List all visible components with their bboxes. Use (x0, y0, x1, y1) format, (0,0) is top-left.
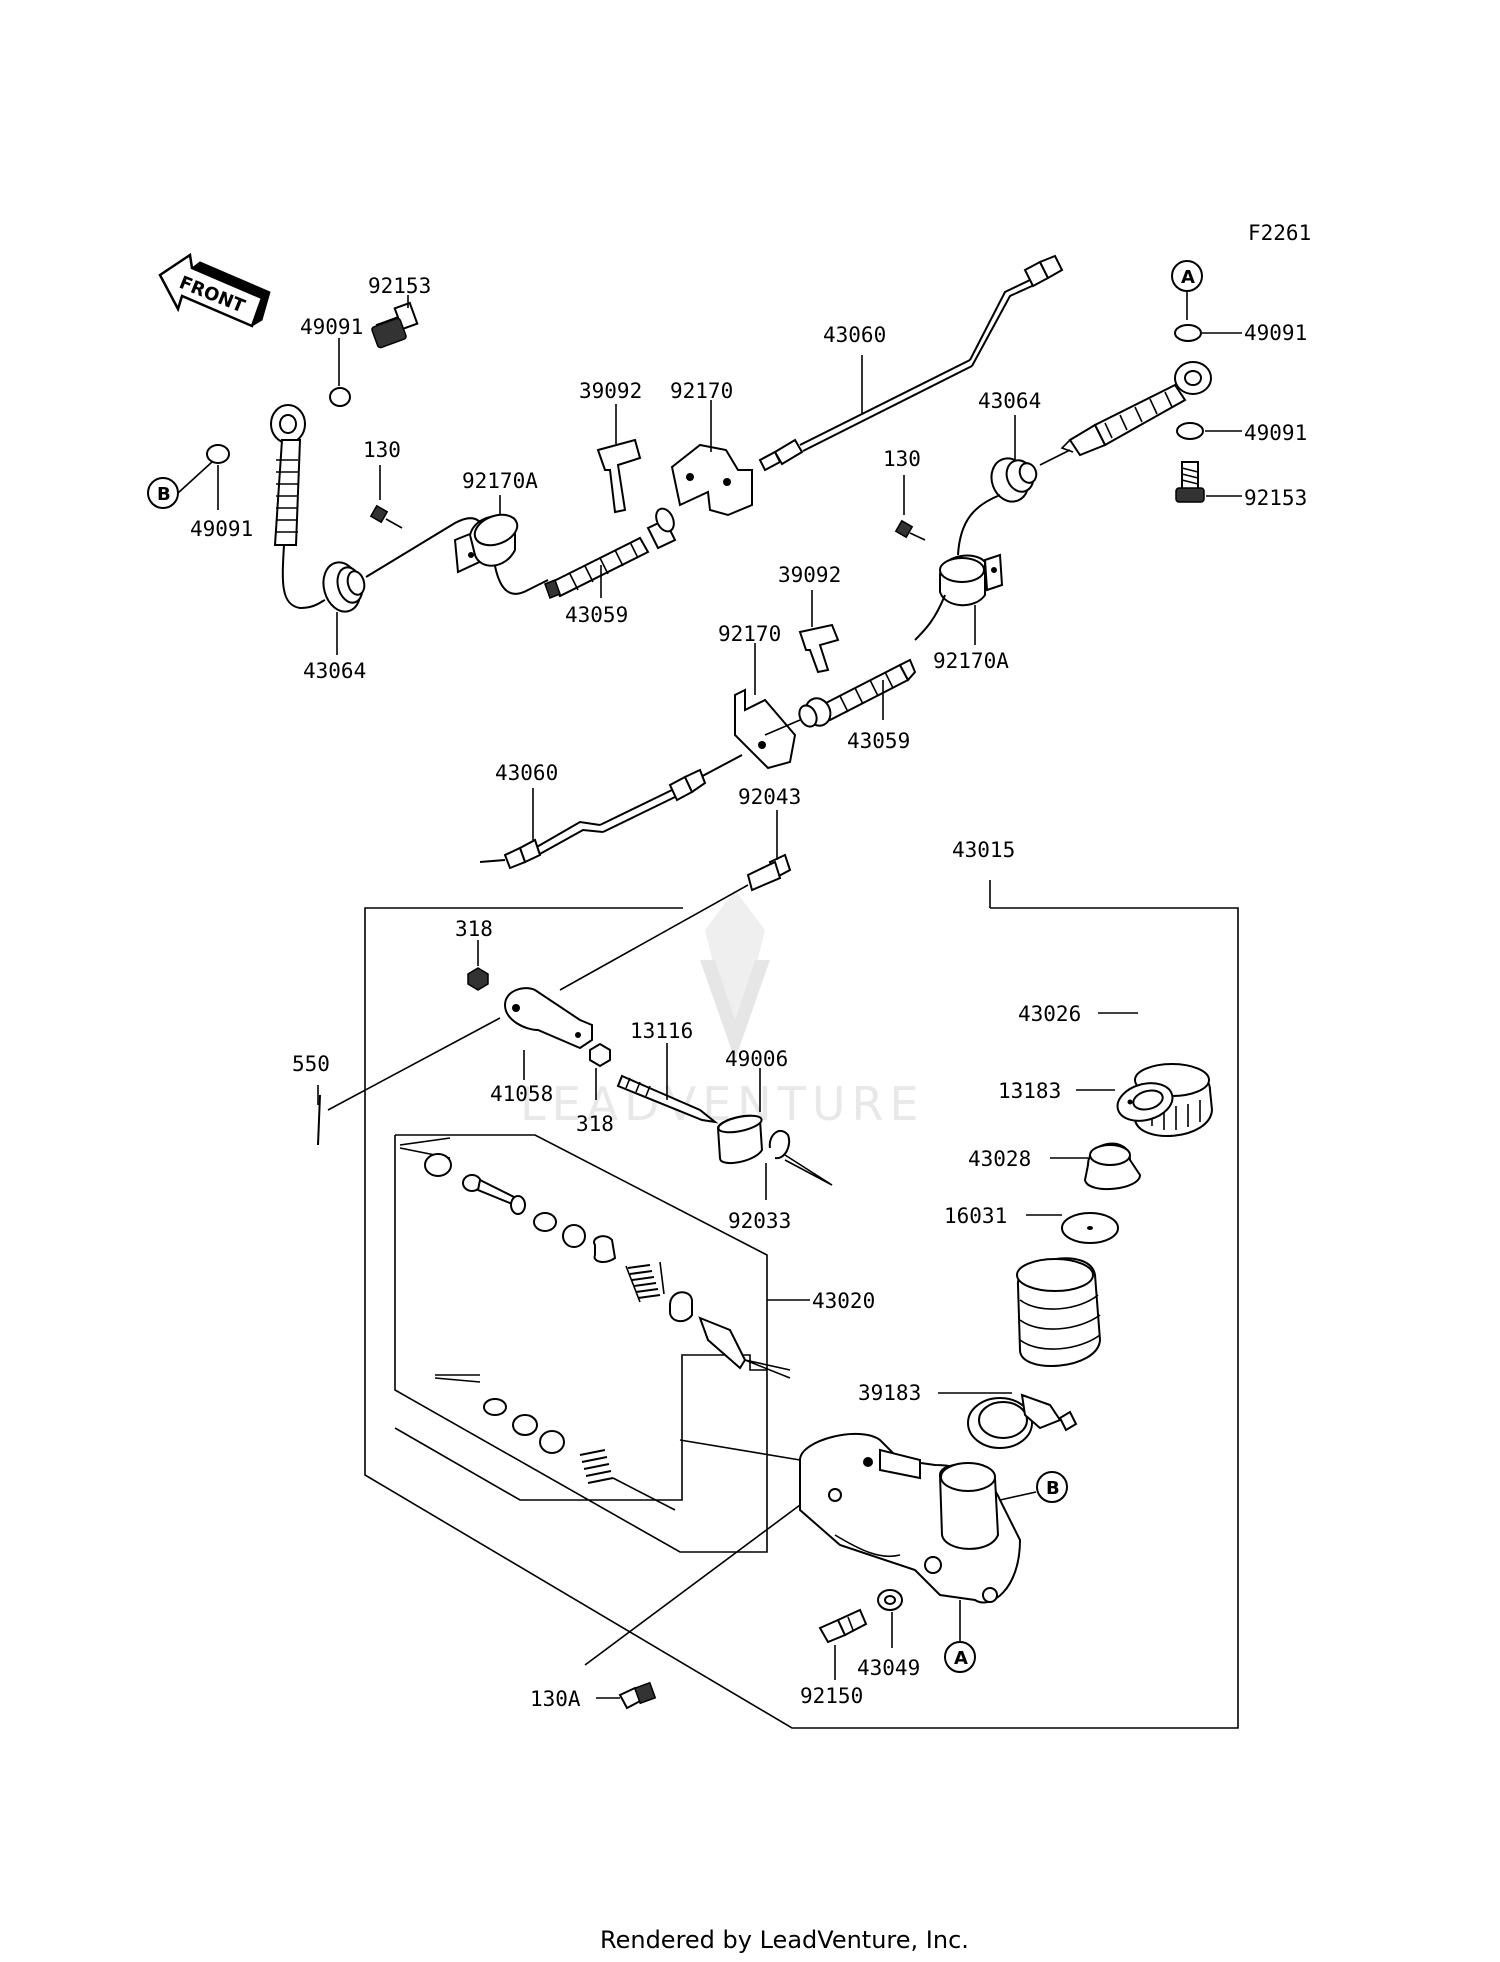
label-92043: 92043 (738, 785, 801, 809)
banjo-fitting-left (270, 404, 326, 610)
spring-icon (625, 1261, 665, 1303)
label-49091-right-top: 49091 (1244, 321, 1307, 345)
bracket-92170-top (670, 443, 753, 517)
label-39183: 39183 (858, 1381, 921, 1405)
label-318-top: 318 (455, 917, 493, 941)
watermark-text: LEADVENTURE (520, 1077, 925, 1131)
label-92150: 92150 (800, 1684, 863, 1708)
label-550: 550 (292, 1052, 330, 1076)
label-43020: 43020 (812, 1289, 875, 1313)
label-92153-right: 92153 (1244, 486, 1307, 510)
label-43059-mid: 43059 (847, 729, 910, 753)
label-39092-top: 39092 (579, 379, 642, 403)
label-92170-top: 92170 (670, 379, 733, 403)
label-43026: 43026 (1018, 1002, 1081, 1026)
label-92170A-right: 92170A (933, 649, 1009, 673)
label-41058: 41058 (490, 1082, 553, 1106)
clip-39092-mid (798, 623, 840, 674)
callout-b-right: B (1046, 1478, 1060, 1499)
watermark: LEADVENTURE (520, 890, 925, 1131)
clevis-41058 (503, 987, 593, 1050)
grommet-43064-left (322, 561, 366, 613)
label-43064-right: 43064 (978, 389, 1041, 413)
piston-kit-parts (399, 1137, 791, 1511)
hose-clamp-39183 (967, 1393, 1078, 1449)
plate-13183 (1116, 1082, 1174, 1122)
label-92170-mid: 92170 (718, 622, 781, 646)
label-49091-top-left: 49091 (300, 315, 363, 339)
label-49091-right-mid: 49091 (1244, 421, 1307, 445)
bolt-92153-right (1175, 461, 1205, 503)
reservoir-body (1016, 1257, 1102, 1367)
boot-49006 (716, 1114, 764, 1165)
figure-code: F2261 (1248, 221, 1311, 245)
master-cylinder-assembly-43015: 43015 318 41058 318 550 13116 (292, 838, 1239, 1729)
label-43059-top: 43059 (565, 603, 628, 627)
clamp-92170A-right (939, 553, 1004, 607)
label-43028: 43028 (968, 1147, 1031, 1171)
bracket-92170-mid (734, 688, 797, 770)
label-318-bottom: 318 (576, 1112, 614, 1136)
bolt-92153-left (371, 301, 419, 349)
label-92033: 92033 (728, 1209, 791, 1233)
master-cylinder-body (799, 1432, 1022, 1604)
label-43015: 43015 (952, 838, 1015, 862)
label-130-left: 130 (363, 438, 401, 462)
label-43060-bottom: 43060 (495, 761, 558, 785)
label-92153-left: 92153 (368, 274, 431, 298)
middle-cable-group: 39092 43059 92170 (479, 563, 917, 892)
label-130A: 130A (530, 1687, 581, 1711)
label-130-right: 130 (883, 447, 921, 471)
circlip-92033 (768, 1129, 791, 1160)
banjo-fitting-right (1060, 361, 1212, 457)
label-13183: 13183 (998, 1079, 1061, 1103)
front-arrow-icon: FRONT (158, 252, 271, 328)
callout-a-bottom: A (954, 1648, 968, 1669)
label-92170A-left: 92170A (462, 469, 538, 493)
label-13116: 13116 (630, 1019, 693, 1043)
label-43064-left: 43064 (303, 659, 366, 683)
spring-icon (579, 1449, 676, 1511)
diaphragm-43028 (1083, 1142, 1142, 1191)
clip-39092-top (596, 438, 642, 514)
label-43060-top: 43060 (823, 323, 886, 347)
fitting-43059-mid (798, 658, 917, 728)
label-49006: 49006 (725, 1047, 788, 1071)
grommet-43064-right (990, 457, 1038, 503)
label-39092-mid: 39092 (778, 563, 841, 587)
label-16031: 16031 (944, 1204, 1007, 1228)
fitting-43059-top (544, 507, 677, 599)
pin-92043 (746, 853, 792, 892)
bolt-130A (618, 1681, 657, 1710)
upper-left-cable-group: 92153 49091 B 49091 43064 (147, 254, 1064, 683)
clamp-92170A-left (453, 513, 519, 574)
callout-b-left: B (157, 484, 171, 505)
pipe-43060-bottom (479, 754, 743, 870)
upper-right-cable-group: A 49091 49091 92153 (883, 260, 1307, 673)
label-43049: 43049 (857, 1656, 920, 1680)
callout-a-top: A (1181, 267, 1195, 288)
footer-credit: Rendered by LeadVenture, Inc. (600, 1926, 969, 1954)
pipe-43060-top (758, 254, 1064, 472)
label-49091-left: 49091 (190, 517, 253, 541)
bolt-92150 (818, 1608, 868, 1644)
